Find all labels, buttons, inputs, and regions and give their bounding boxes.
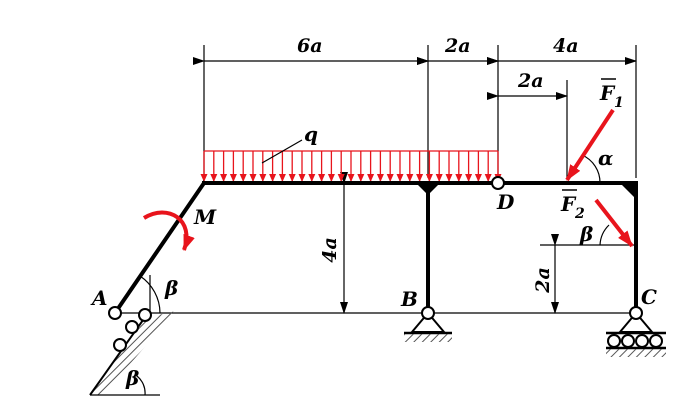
angle-label-beta-A: β [164, 276, 178, 300]
dim-label-6a: 6a [297, 35, 323, 57]
force-label-F2: F [560, 192, 577, 216]
dim-label-2a-right: 2a [532, 267, 554, 294]
roller-A3 [113, 338, 127, 352]
incline-hatch [90, 311, 176, 395]
dim-label-2a-upper: 2a [517, 70, 544, 92]
incline-surface [89, 312, 149, 396]
pin-B [421, 306, 435, 320]
beta-arc-A [139, 275, 161, 314]
dimension-lines [193, 57, 637, 314]
guide-lines [115, 45, 637, 314]
angle-label-beta-incline: β [125, 366, 139, 390]
force-F1-arrow [565, 108, 615, 182]
roller-C4 [649, 334, 663, 348]
force-label-F1: F [599, 81, 616, 105]
force-index-1: 1 [614, 95, 624, 111]
roller-A2 [138, 308, 152, 322]
moment-label-M: M [193, 205, 217, 229]
point-label-C: C [641, 285, 657, 309]
q-leader-line [261, 139, 303, 164]
support-C [606, 306, 666, 357]
dim-label-2a-top: 2a [444, 35, 471, 57]
beta-arc-F2 [599, 224, 610, 246]
force-index-2: 2 [574, 206, 585, 222]
joint-gusset-C [622, 185, 634, 197]
dim-label-4a-vertical: 4a [319, 237, 341, 263]
roller-C1 [607, 334, 621, 348]
force-F2-arrow [594, 198, 634, 248]
roller-C2 [621, 334, 635, 348]
pin-C [629, 306, 643, 320]
inclined-member [112, 180, 207, 316]
beta-arc-incline [136, 375, 146, 396]
hinge-D [491, 176, 505, 190]
dim-label-4a-top: 4a [553, 35, 579, 57]
point-label-D: D [496, 190, 515, 214]
support-A [89, 306, 176, 396]
joint-gusset-B [418, 185, 438, 195]
frame-members [112, 180, 638, 316]
roller-C3 [635, 334, 649, 348]
angle-label-alpha: α [598, 146, 613, 170]
point-label-A: A [90, 286, 108, 310]
roller-A1 [125, 320, 139, 334]
pin-A [108, 306, 122, 320]
point-label-B: B [400, 287, 418, 311]
distributed-load [200, 150, 502, 182]
load-label-q: q [304, 122, 318, 146]
moment-M-arrow [142, 210, 195, 251]
angle-label-beta-F2: β [579, 222, 593, 246]
support-B [404, 306, 452, 342]
